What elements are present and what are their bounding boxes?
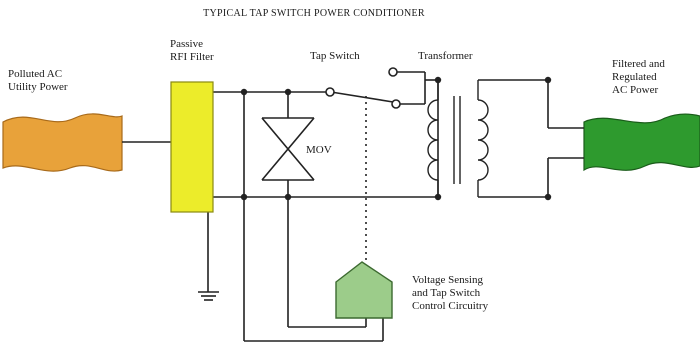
output-wave-shape — [583, 113, 700, 172]
mov-symbol — [261, 117, 315, 181]
input-wave-shape — [2, 113, 123, 172]
control-label: Voltage Sensing and Tap Switch Control C… — [412, 274, 489, 312]
output-power-label: Filtered and Regulated AC Power — [612, 58, 665, 96]
control-circuit-box — [335, 261, 393, 319]
diagram-title: TYPICAL TAP SWITCH POWER CONDITIONER — [203, 8, 425, 19]
input-power-label: Polluted AC Utility Power — [8, 68, 68, 93]
tap-switch-contacts — [325, 67, 401, 109]
filter-label: Passive RFI Filter — [170, 38, 214, 63]
tap-switch-label: Tap Switch — [310, 50, 360, 62]
transformer-label: Transformer — [418, 50, 473, 62]
filter-box — [170, 81, 214, 213]
transformer-symbol — [427, 80, 489, 197]
junction-dots — [240, 76, 552, 201]
mov-label: MOV — [306, 144, 332, 156]
tap-switch-blade — [330, 91, 394, 103]
